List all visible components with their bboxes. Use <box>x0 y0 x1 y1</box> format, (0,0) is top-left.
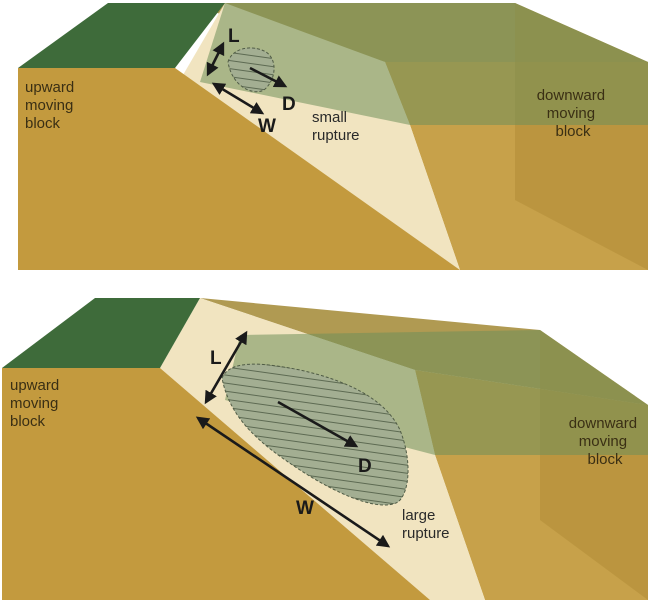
top-length-label: L <box>228 26 240 47</box>
bottom-displacement-arrow <box>277 400 359 448</box>
bottom-length-arrow <box>204 330 248 405</box>
bottom-upward-block-grass <box>2 298 200 368</box>
bottom-rupture-label: large rupture <box>402 507 450 542</box>
top-downward-block-label: downward moving block <box>537 87 610 140</box>
bottom-downward-block-label: downward moving block <box>569 415 642 468</box>
top-length-arrow <box>206 41 225 77</box>
top-rupture-label: small rupture <box>312 109 360 144</box>
bottom-width-arrow <box>195 416 391 548</box>
top-displacement-arrow <box>249 66 288 88</box>
top-green-overlay <box>200 3 648 125</box>
top-width-arrow <box>211 82 265 115</box>
top-displacement-label: D <box>282 94 296 115</box>
bottom-upward-block-label: upward moving block <box>10 377 63 430</box>
top-upward-block-grass <box>18 3 225 68</box>
top-upward-block-front <box>18 68 460 270</box>
bottom-block-diagram: L W D upward moving block downward movin… <box>2 298 648 600</box>
bottom-width-label: W <box>296 498 314 519</box>
top-upward-block-label: upward moving block <box>25 79 78 132</box>
top-block-diagram: L W D upward moving block downward movin… <box>18 3 648 270</box>
bottom-displacement-label: D <box>358 456 372 477</box>
bottom-length-label: L <box>210 348 222 369</box>
top-width-label: W <box>258 116 276 137</box>
